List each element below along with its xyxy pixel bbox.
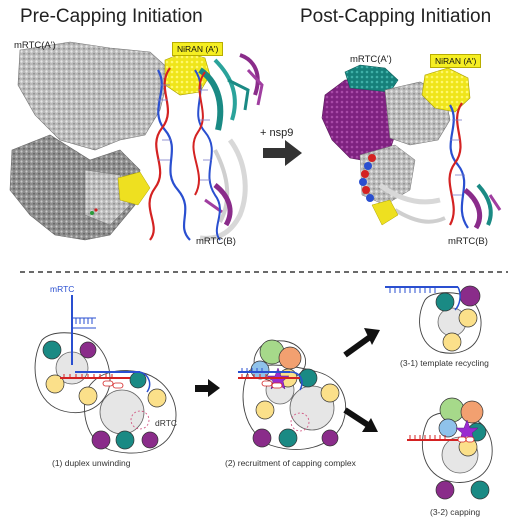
caption-step2: (2) recruitment of capping complex <box>225 458 356 468</box>
schematic-step1 <box>34 295 177 454</box>
pre-niran-label: NiRAN (A') <box>172 42 224 56</box>
step-arrow-1 <box>195 379 220 397</box>
red-blue-chain <box>359 154 376 202</box>
post-mrtc-b-label: mRTC(B) <box>448 236 488 247</box>
post-capping-title: Post-Capping Initiation <box>300 6 492 27</box>
pre-capping-structure <box>9 41 264 241</box>
pre-capping-title: Pre-Capping Initiation <box>20 6 203 27</box>
schematic-mrtc-label: mRTC <box>50 284 75 294</box>
caption-step31: (3-1) template recycling <box>400 358 489 368</box>
post-mrtc-a-label: mRTC(A') <box>350 54 392 65</box>
pre-mrtc-b-label: mRTC(B) <box>196 236 236 247</box>
nsp9-arrow-label: + nsp9 <box>260 127 294 139</box>
pre-mrtc-a-label: mRTC(A') <box>14 40 56 51</box>
post-capping-structure <box>321 64 502 230</box>
schematic-step31 <box>385 285 482 354</box>
step-arrow-2-up <box>343 328 380 358</box>
schematic-drtc-label: dRTC <box>155 418 178 428</box>
step-arrow-2-down <box>343 407 378 432</box>
schematic-step2 <box>238 339 346 450</box>
caption-step1: (1) duplex unwinding <box>52 458 131 468</box>
caption-step32: (3-2) capping <box>430 507 481 517</box>
nsp9-arrow <box>263 140 302 166</box>
schematic-step32 <box>407 397 493 500</box>
post-niran-label: NiRAN (A') <box>430 54 482 68</box>
